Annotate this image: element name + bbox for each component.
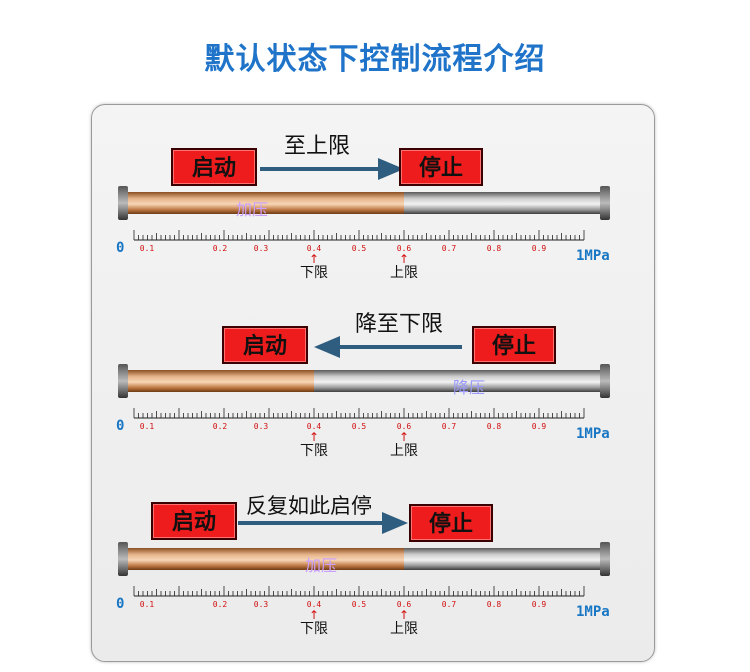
axis-end-label: 1MPa (576, 248, 610, 264)
tick-label: 0.6 (396, 244, 412, 253)
right-flange (600, 364, 610, 398)
pipe-pressurized-segment (128, 192, 404, 214)
upper-limit-marker: ↑上限 (390, 430, 418, 458)
tick-label: 0.4 (306, 244, 322, 253)
pressure-pipe: 加压 (0, 542, 750, 578)
limit-label: 下限 (300, 443, 328, 459)
lower-limit-marker: ↑下限 (300, 430, 328, 458)
pipe-label: 加压 (236, 200, 269, 219)
tick-label: 0.9 (531, 600, 547, 609)
arrow-up-icon: ↑ (398, 252, 410, 266)
pipe-empty-segment (314, 370, 600, 392)
arrow-up-icon: ↑ (308, 430, 320, 444)
scale-ticks (133, 586, 585, 597)
right-flange (600, 186, 610, 220)
tick-label: 0.1 (139, 244, 155, 253)
axis-start-label: 0 (116, 596, 125, 612)
pressure-pipe: 加压 (0, 186, 750, 222)
tick-label: 0.6 (396, 422, 412, 431)
stop-button: 停止 (399, 148, 483, 186)
start-button: 启动 (151, 502, 237, 540)
pipe-pressurized-segment (128, 370, 314, 392)
pipe-pressurized-segment (128, 548, 404, 570)
arrow-right-icon (238, 512, 408, 534)
tick-label: 0.7 (441, 600, 457, 609)
arrow-up-icon: ↑ (398, 608, 410, 622)
tick-label: 0.8 (486, 600, 502, 609)
pipe-label: 降压 (453, 378, 486, 397)
lower-limit-marker: ↑下限 (300, 252, 328, 280)
stop-button: 停止 (409, 504, 493, 542)
pipe-graphic (118, 186, 610, 220)
right-flange (600, 542, 610, 576)
pipe-empty-segment (404, 192, 600, 214)
limit-label: 上限 (390, 265, 418, 281)
pipe-label: 加压 (305, 556, 338, 575)
tick-label: 0.2 (212, 422, 228, 431)
tick-label: 0.6 (396, 600, 412, 609)
limit-label: 下限 (300, 265, 328, 281)
scale-ticks (133, 408, 585, 419)
stop-button: 停止 (472, 326, 556, 364)
arrow-up-icon: ↑ (398, 430, 410, 444)
pressure-pipe: 降压 (0, 364, 750, 400)
axis-end-label: 1MPa (576, 604, 610, 620)
start-button: 启动 (171, 148, 257, 186)
section-cycle: 启动 反复如此启停 停止 加压 0 1MPa 0.1 0.2 0.3 0.4 0.5 0.6 0… (0, 484, 750, 644)
tick-label: 0.3 (253, 244, 269, 253)
tick-label: 0.9 (531, 244, 547, 253)
tick-label: 0.9 (531, 422, 547, 431)
page-title: 默认状态下控制流程介绍 (204, 42, 546, 77)
pipe-graphic (118, 542, 610, 576)
arrow-up-icon: ↑ (308, 608, 320, 622)
tick-label: 0.8 (486, 244, 502, 253)
step-note: 至上限 (284, 134, 351, 159)
pipe-graphic (118, 364, 610, 398)
arrow-up-icon: ↑ (308, 252, 320, 266)
limit-label: 上限 (390, 621, 418, 637)
upper-limit-marker: ↑上限 (390, 252, 418, 280)
pipe-empty-segment (404, 548, 600, 570)
tick-label: 0.3 (253, 422, 269, 431)
tick-label: 0.5 (351, 244, 367, 253)
axis-end-label: 1MPa (576, 426, 610, 442)
tick-label: 0.8 (486, 422, 502, 431)
step-note: 反复如此启停 (246, 494, 372, 518)
limit-label: 上限 (390, 443, 418, 459)
step-note: 降至下限 (355, 312, 444, 337)
arrow-left-icon (314, 336, 462, 358)
tick-label: 0.2 (212, 244, 228, 253)
lower-limit-marker: ↑下限 (300, 608, 328, 636)
left-flange (118, 364, 128, 398)
limit-label: 下限 (300, 621, 328, 637)
tick-label: 0.1 (139, 422, 155, 431)
start-button: 启动 (222, 326, 308, 364)
left-flange (118, 542, 128, 576)
tick-label: 0.3 (253, 600, 269, 609)
tick-label: 0.5 (351, 600, 367, 609)
tick-label: 0.2 (212, 600, 228, 609)
scale-ticks (133, 230, 585, 241)
tick-label: 0.7 (441, 244, 457, 253)
left-flange (118, 186, 128, 220)
tick-label: 0.4 (306, 600, 322, 609)
upper-limit-marker: ↑上限 (390, 608, 418, 636)
tick-label: 0.1 (139, 600, 155, 609)
axis-start-label: 0 (116, 240, 125, 256)
tick-label: 0.4 (306, 422, 322, 431)
tick-label: 0.7 (441, 422, 457, 431)
arrow-right-icon (260, 158, 404, 180)
tick-label: 0.5 (351, 422, 367, 431)
section-pressurize: 启动 至上限 停止 加压 0 1MPa 0.1 0.2 0.3 0.4 0.5 0.6 0.7 0… (0, 128, 750, 288)
axis-start-label: 0 (116, 418, 125, 434)
section-depressurize: 启动 降至下限 停止 降压 0 1MPa 0.1 0.2 0.3 0.4 0.5 0.6 0.7… (0, 306, 750, 466)
